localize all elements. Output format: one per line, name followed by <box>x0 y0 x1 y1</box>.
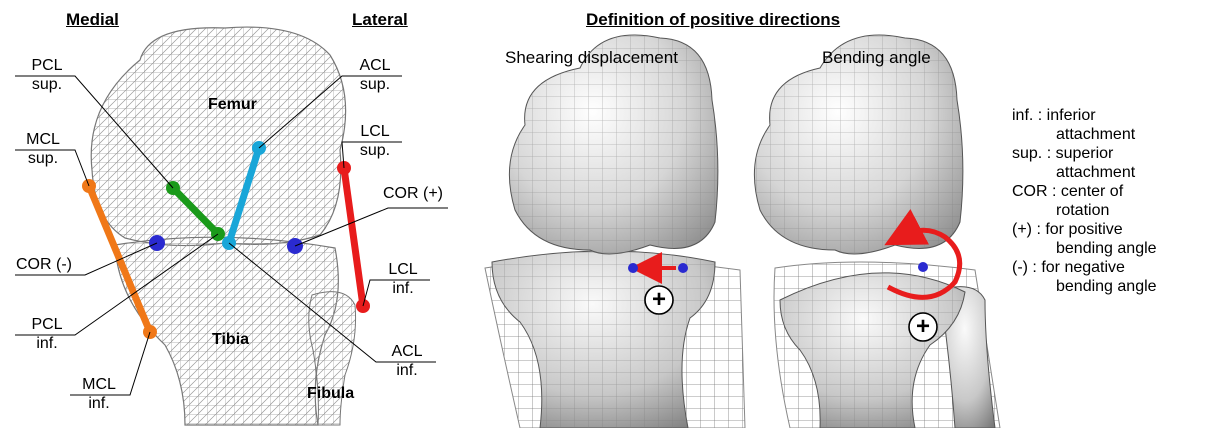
shearing-cor-right <box>678 263 688 273</box>
wireframe-knee <box>91 27 355 425</box>
shearing-knee <box>485 35 745 428</box>
fibula-label: Fibula <box>307 385 354 403</box>
femur-label: Femur <box>208 96 257 114</box>
definition-header: Definition of positive directions <box>586 10 840 30</box>
medial-header: Medial <box>66 10 119 30</box>
tibia-label: Tibia <box>212 331 249 349</box>
shearing-cor-left <box>628 263 638 273</box>
bending-cor <box>918 262 928 272</box>
shearing-plus-symbol: + <box>651 286 667 314</box>
cor-positive-label: COR (+) <box>383 184 443 203</box>
bending-knee <box>754 35 1000 428</box>
shearing-subtitle: Shearing displacement <box>505 48 678 68</box>
lcl-ligament <box>344 168 363 306</box>
femur-wireframe <box>91 27 345 246</box>
cor-negative-label: COR (-) <box>16 255 72 274</box>
bending-subtitle: Bending angle <box>822 48 931 68</box>
lateral-header: Lateral <box>352 10 408 30</box>
bending-plus-symbol: + <box>915 313 931 341</box>
